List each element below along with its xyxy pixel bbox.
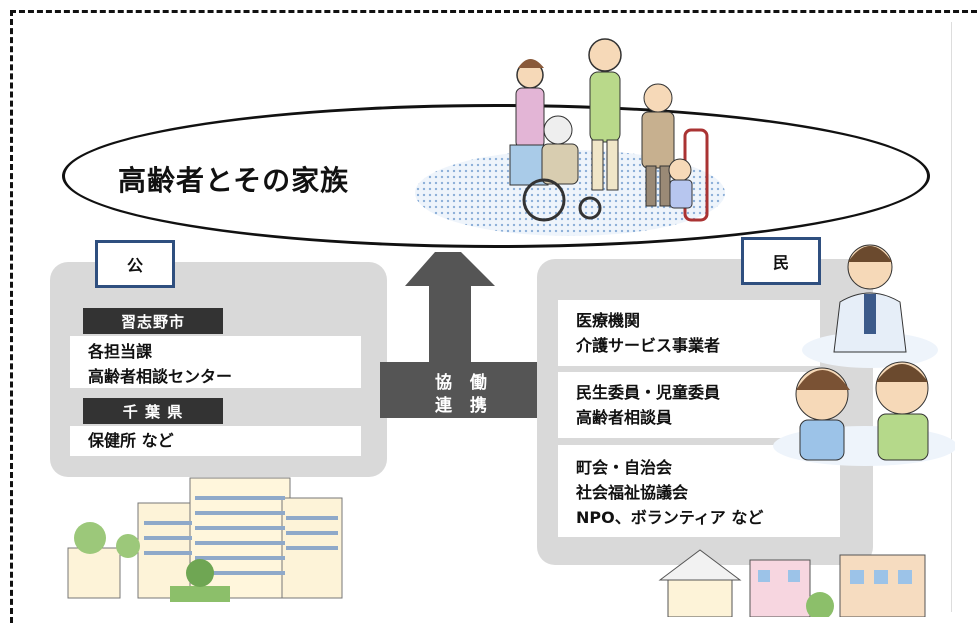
private-item: NPO、ボランティア など [576, 508, 764, 527]
city-item: 各担当課 [88, 342, 153, 361]
city-item: 高齢者相談センター [88, 367, 233, 386]
prefecture-label: 千 葉 県 [83, 398, 223, 424]
private-tag: 民 [741, 237, 821, 285]
right-divider [951, 22, 952, 612]
family-title: 高齢者とその家族 [118, 164, 350, 197]
doctor-illustration-icon [802, 244, 938, 368]
prefecture-item: 保健所 など [88, 431, 174, 450]
private-item: 高齢者相談員 [576, 408, 673, 427]
family-illustration-icon [509, 38, 709, 222]
city-building-illustration-icon [67, 477, 343, 602]
private-item: 町会・自治会 [576, 458, 673, 477]
dashed-frame [10, 10, 977, 623]
private-group-2: 民生委員・児童委員 高齢者相談員 [558, 372, 820, 438]
private-item: 社会福祉協議会 [576, 483, 689, 502]
public-tag: 公 [95, 240, 175, 288]
city-box: 各担当課 高齢者相談センター [70, 336, 361, 388]
private-item: 介護サービス事業者 [576, 336, 721, 355]
arrow-label-2: 連 携 [435, 396, 493, 416]
arrow-label-1: 協 働 [435, 373, 493, 393]
private-item: 民生委員・児童委員 [576, 383, 721, 402]
houses-illustration-icon [658, 549, 926, 617]
private-item: 医療機関 [576, 311, 641, 330]
private-group-3: 町会・自治会 社会福祉協議会 NPO、ボランティア など [558, 445, 840, 537]
city-label: 習志野市 [83, 308, 223, 334]
private-group-1: 医療機関 介護サービス事業者 [558, 300, 820, 366]
prefecture-box: 保健所 など [70, 426, 361, 456]
caregiver-illustration-icon [773, 361, 955, 466]
